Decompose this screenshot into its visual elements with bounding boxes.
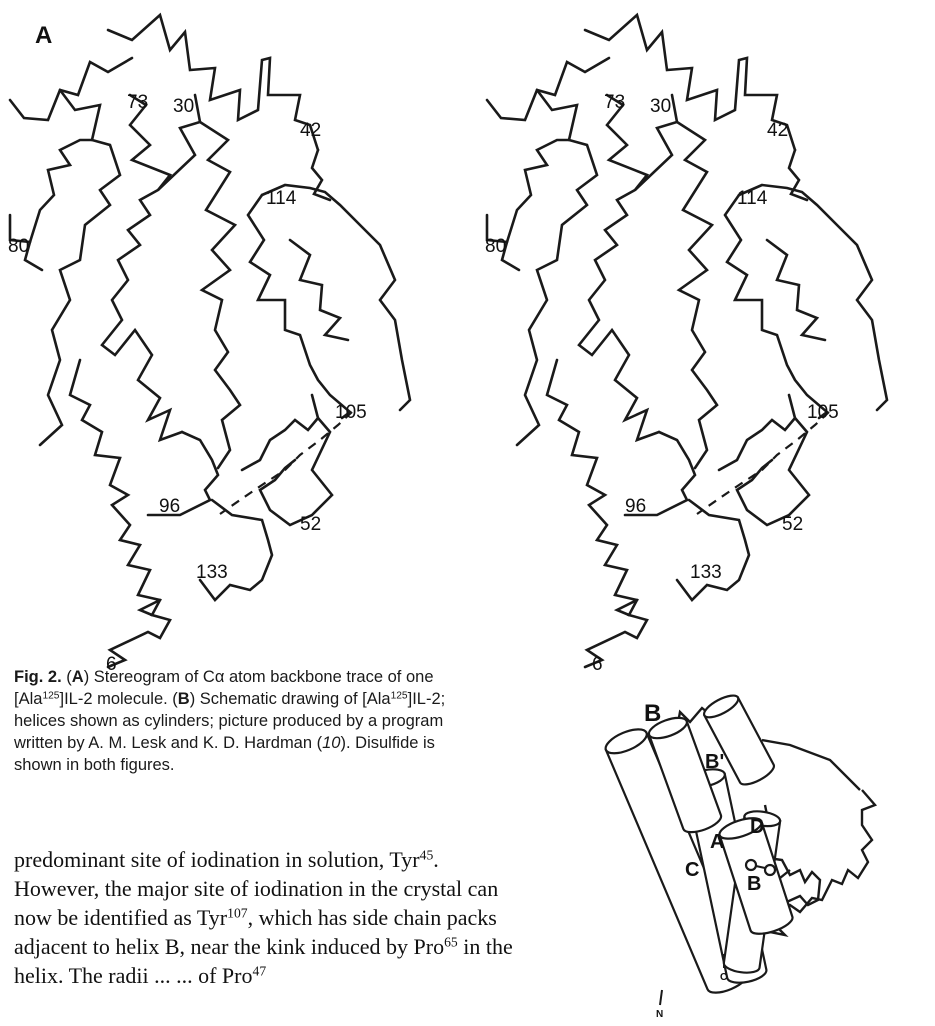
body-superscript: 107 bbox=[227, 906, 247, 921]
caption-text: ) Schematic drawing of [Ala bbox=[190, 690, 391, 708]
caption-panel-b: B bbox=[178, 690, 190, 708]
figure-caption: Fig. 2. (A) Stereogram of Cα atom backbo… bbox=[14, 666, 484, 776]
terminus-label-c: C bbox=[720, 972, 727, 983]
schematic-loop bbox=[762, 740, 860, 790]
caption-text: ( bbox=[62, 668, 72, 686]
body-superscript: 47 bbox=[253, 964, 267, 979]
caption-text: ]IL-2 molecule. ( bbox=[60, 690, 178, 708]
helix-label-a: A bbox=[710, 831, 724, 853]
helix-label-b-prime: B' bbox=[705, 751, 724, 773]
body-paragraph: predominant site of iodination in soluti… bbox=[14, 845, 524, 990]
disulfide-atom bbox=[765, 865, 775, 875]
n-terminus-tick bbox=[660, 990, 662, 1005]
disulfide-atom bbox=[746, 860, 756, 870]
helix-label-c: C bbox=[685, 859, 699, 881]
body-text-run: predominant site of iodination in soluti… bbox=[14, 847, 420, 872]
body-superscript: 65 bbox=[444, 935, 458, 950]
caption-panel-a: A bbox=[72, 668, 84, 686]
helix-label-b: B bbox=[747, 873, 761, 895]
caption-fig-label: Fig. 2. bbox=[14, 668, 62, 686]
caption-superscript: 125 bbox=[42, 690, 59, 701]
terminus-label-n: N bbox=[656, 1009, 663, 1020]
caption-superscript: 125 bbox=[391, 690, 408, 701]
helix-label-d: D bbox=[750, 816, 764, 838]
caption-reference: 10 bbox=[322, 734, 340, 752]
body-superscript: 45 bbox=[420, 848, 434, 863]
